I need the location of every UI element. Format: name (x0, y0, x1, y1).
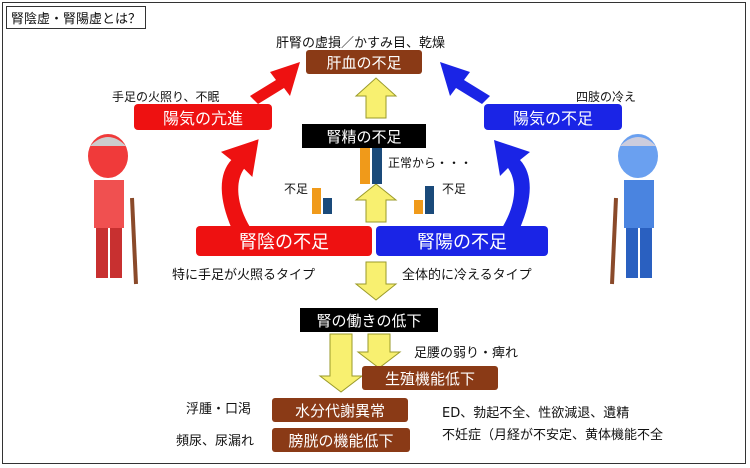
yellow-arrow-up-top (354, 77, 398, 119)
normal-bars (360, 148, 382, 184)
urination-note: 頻尿、尿漏れ (176, 434, 255, 449)
deficit-bars-right (414, 186, 434, 214)
liver-kidney-note: 肝腎の虚損／かすみ目、乾燥 (276, 36, 446, 51)
liver-blood-deficiency-box: 肝血の不足 (306, 50, 422, 74)
hot-limbs-note: 手足の火照り、不眠 (112, 90, 220, 104)
kidney-function-decline-box: 腎の働きの低下 (300, 308, 438, 332)
cold-limbs-note: 四肢の冷え (576, 90, 637, 104)
blue-curve-arrow-right (494, 140, 530, 228)
red-curve-arrow-left (220, 139, 259, 229)
edema-thirst-note: 浮腫・口渇 (186, 402, 252, 417)
deficit-right-bar-yang (425, 186, 434, 214)
deficit-right-bar-yin (414, 200, 423, 214)
normal-bar-yang (372, 148, 382, 184)
diagram-title: 腎陰虚・腎陽虚とは？ (6, 6, 147, 29)
deficit-label-right: 不足 (442, 182, 467, 196)
kidney-yang-deficiency-box: 腎陽の不足 (376, 226, 548, 256)
deficit-label-left: 不足 (284, 182, 309, 196)
reproductive-decline-box: 生殖機能低下 (362, 366, 498, 390)
cold-type-note: 全体的に冷えるタイプ (402, 268, 532, 283)
cold-elderly-figure (598, 128, 678, 292)
yellow-arrow-down-water (318, 333, 364, 393)
deficit-left-bar-yang (323, 198, 332, 214)
normal-label: 正常から・・・ (388, 156, 473, 170)
yang-hyperactivity-box: 陽気の亢進 (134, 104, 272, 130)
bladder-decline-box: 膀胱の機能低下 (272, 428, 410, 452)
water-metabolism-box: 水分代謝異常 (272, 398, 408, 422)
hot-elderly-figure (72, 128, 152, 292)
repro-detail-line-2: 不妊症（月経が不安定、黄体機能不全 (442, 428, 664, 443)
hot-type-note: 特に手足が火照るタイプ (172, 268, 316, 283)
repro-detail-line-1: ED、勃起不全、性欲減退、遺精 (442, 406, 630, 421)
deficit-bars-left (312, 188, 332, 214)
red-arrow-top-left (250, 62, 300, 104)
legs-weakness-note: 足腰の弱り・痺れ (414, 346, 519, 361)
blue-arrow-top-right (440, 62, 490, 104)
deficit-left-bar-yin (312, 188, 321, 214)
kidney-yin-deficiency-box: 腎陰の不足 (196, 226, 372, 256)
normal-bar-yin (360, 148, 370, 184)
yellow-arrow-down-repro (356, 333, 402, 369)
yellow-arrow-down-kidney (354, 261, 398, 301)
kidney-essence-deficiency-box: 腎精の不足 (302, 124, 426, 148)
yellow-arrow-up-mid (354, 183, 398, 223)
yang-deficiency-box: 陽気の不足 (484, 104, 622, 130)
diagram-frame (2, 2, 746, 464)
